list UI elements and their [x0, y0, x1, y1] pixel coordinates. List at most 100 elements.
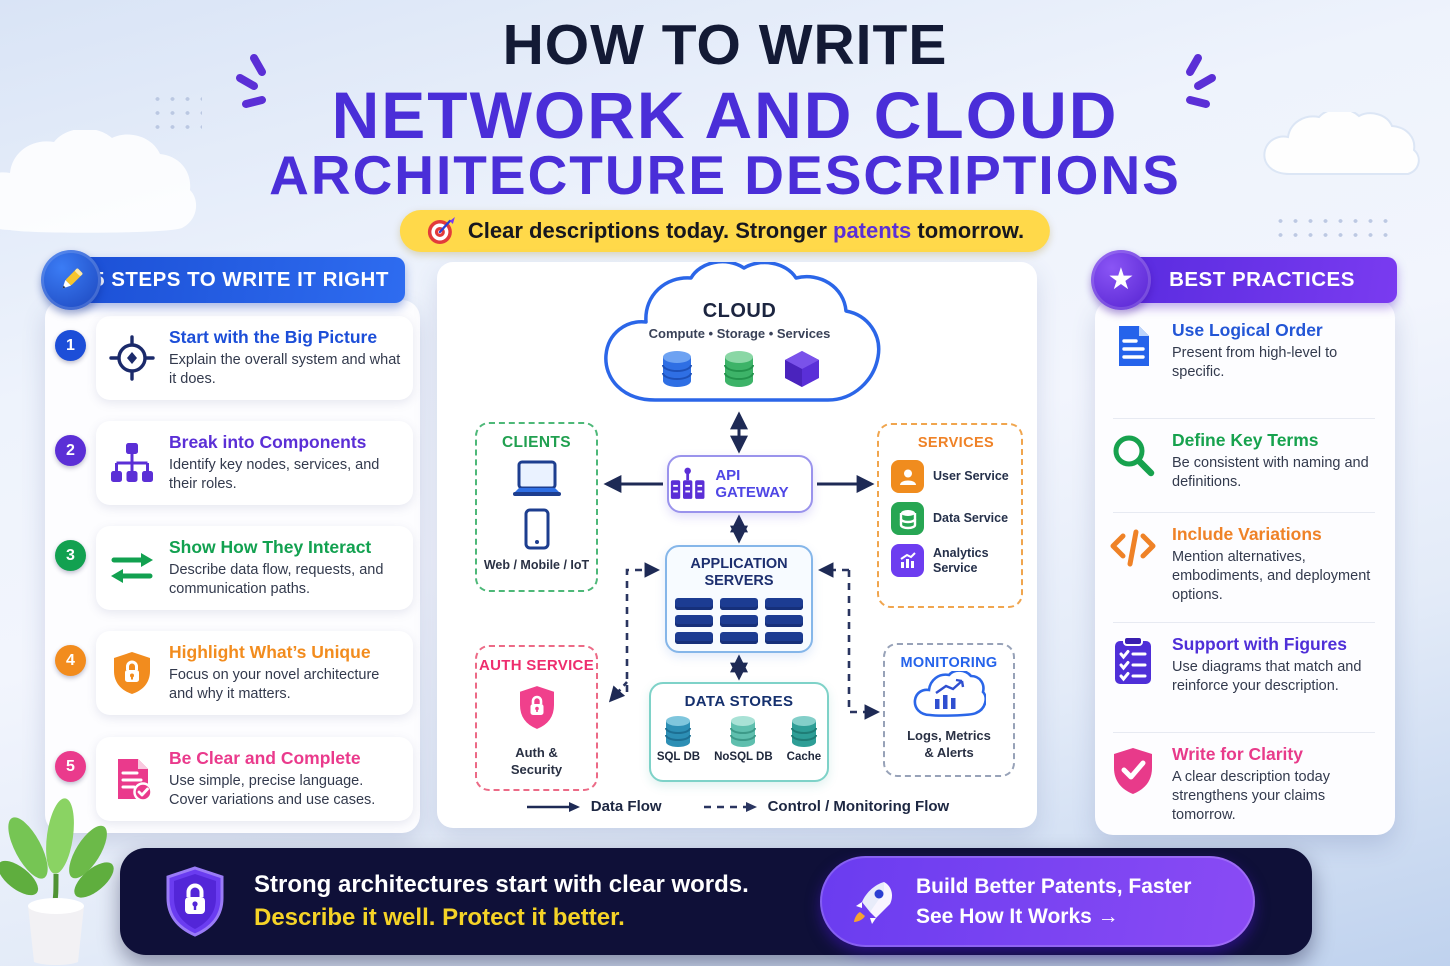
cta-button[interactable]: Build Better Patents, Faster See How It … — [820, 856, 1255, 947]
step-card: Start with the Big Picture Explain the o… — [96, 316, 413, 400]
practice-desc: Mention alternatives, embodiments, and d… — [1172, 549, 1371, 603]
legend-control-flow: Control / Monitoring Flow — [702, 798, 949, 815]
user-icon — [891, 460, 924, 493]
right-panel: Use Logical Order Present from high-leve… — [1095, 300, 1395, 835]
cta-line1: Build Better Patents, Faster — [916, 875, 1192, 899]
cloud-subtitle: Compute • Storage • Services — [648, 326, 831, 341]
step-card: Show How They Interact Describe data flo… — [96, 526, 413, 610]
practice-title: Define Key Terms — [1172, 430, 1319, 450]
code-icon — [1109, 526, 1157, 570]
step-row-4: 4 Highlight What’s Unique Focus on your … — [55, 631, 413, 715]
monitoring-caption: Logs, Metrics & Alerts — [907, 728, 991, 760]
cloud-node: CLOUD Compute • Storage • Services — [592, 262, 887, 417]
auth-service-title: AUTH SERVICE — [478, 657, 594, 674]
divider — [1113, 418, 1375, 419]
page-title-line1: HOW TO WRITE — [502, 13, 948, 77]
shield-lock-icon — [108, 649, 156, 697]
step-number: 3 — [55, 540, 86, 571]
clipboard-icon — [1109, 636, 1157, 686]
service-item: User Service — [891, 460, 1021, 493]
footer-subline: Describe it well. Protect it better. — [254, 904, 625, 931]
practice-desc: A clear description today strengthens yo… — [1172, 769, 1330, 823]
step-desc: Explain the overall system and what it d… — [169, 352, 401, 387]
step-desc: Use simple, precise language. Cover vari… — [169, 773, 376, 808]
page-title-line2: NETWORK AND CLOUD — [331, 78, 1119, 152]
star-badge: ★ — [1091, 250, 1151, 310]
phone-icon — [524, 508, 549, 550]
data-store-item: SQL DB — [657, 715, 700, 763]
hierarchy-icon — [108, 439, 156, 487]
services-node: SERVICES User Service Data Service — [877, 423, 1023, 608]
service-label: Data Service — [933, 511, 1009, 526]
step-desc: Describe data flow, requests, and commun… — [169, 562, 384, 597]
diagram-legend: Data Flow Control / Monitoring Flow — [437, 798, 1037, 815]
left-panel-title: 5 STEPS TO WRITE IT RIGHT — [77, 257, 405, 303]
step-number: 5 — [55, 751, 86, 782]
star-icon: ★ — [1107, 263, 1135, 296]
step-number: 1 — [55, 330, 86, 361]
page-title-line3: ARCHITECTURE DESCRIPTIONS — [269, 144, 1181, 206]
laptop-icon — [512, 460, 561, 496]
monitoring-cloud-icon — [913, 669, 987, 717]
service-label: Analytics Service — [933, 546, 989, 575]
services-title: SERVICES — [917, 435, 995, 451]
tagline-banner: Clear descriptions today. Stronger paten… — [399, 210, 1051, 252]
monitoring-title: MONITORING — [900, 655, 998, 671]
dots-decoration-right — [1273, 214, 1391, 244]
practice-desc: Be consistent with naming and definition… — [1172, 455, 1369, 490]
service-item: Analytics Service — [891, 544, 1021, 577]
step-card: Highlight What’s Unique Focus on your no… — [96, 631, 413, 715]
step-number: 4 — [55, 645, 86, 676]
data-store-item: Cache — [787, 715, 821, 763]
cache-db-icon — [790, 716, 817, 747]
architecture-diagram-panel: CLOUD Compute • Storage • Services — [437, 262, 1037, 828]
left-panel-header: 5 STEPS TO WRITE IT RIGHT — [41, 250, 405, 310]
practice-title: Support with Figures — [1172, 634, 1347, 654]
right-panel-title: BEST PRACTICES — [1127, 257, 1397, 303]
service-label: User Service — [933, 469, 1009, 484]
services-cube-icon — [784, 351, 819, 387]
cta-line2: See How It Works → — [916, 904, 1119, 928]
divider — [1113, 622, 1375, 623]
divider — [1113, 732, 1375, 733]
step-row-1: 1 Start with the Big Picture Explain the — [55, 316, 413, 400]
pencil-badge — [41, 250, 101, 310]
right-panel-header: ★ BEST PRACTICES — [1091, 250, 1397, 310]
shield-check-icon — [1109, 746, 1157, 796]
step-desc: Focus on your novel architecture and why… — [169, 667, 380, 702]
target-icon — [108, 334, 156, 382]
practice-item-4: Support with Figures Use diagrams that m… — [1109, 634, 1381, 696]
magnifier-icon — [1109, 432, 1157, 478]
server-rack-icon — [667, 597, 811, 644]
clients-node: CLIENTS Web / Mobile / IoT — [475, 422, 598, 592]
document-check-icon — [108, 755, 156, 803]
step-row-2: 2 — [55, 421, 413, 505]
gateway-icon — [670, 467, 705, 499]
step-title: Break into Components — [169, 432, 367, 453]
step-card: Break into Components Identify key nodes… — [96, 421, 413, 505]
application-servers-node: APPLICATION SERVERS — [665, 545, 813, 653]
legend-data-flow: Data Flow — [525, 798, 662, 815]
api-gateway-node: API GATEWAY — [667, 455, 813, 513]
footer-headline: Strong architectures start with clear wo… — [254, 871, 749, 898]
step-row-3: 3 Show How They Interact Describe data f… — [55, 526, 413, 610]
rocket-icon — [854, 881, 892, 924]
sql-db-icon — [665, 716, 692, 747]
data-stores-node: DATA STORES SQL DB NoSQL DB — [649, 682, 829, 782]
arrows-icon — [108, 544, 156, 592]
step-title: Show How They Interact — [169, 537, 372, 558]
target-dart-icon — [427, 217, 455, 244]
step-title: Start with the Big Picture — [169, 327, 378, 348]
dashed-arrow-icon — [703, 801, 757, 812]
footer-banner: Strong architectures start with clear wo… — [120, 848, 1312, 955]
divider — [1113, 512, 1375, 513]
step-card: Be Clear and Complete Use simple, precis… — [96, 737, 413, 821]
step-desc: Identify key nodes, services, and their … — [169, 457, 380, 492]
practice-item-3: Include Variations Mention alternatives,… — [1109, 524, 1381, 605]
practice-title: Use Logical Order — [1172, 320, 1323, 340]
practice-item-1: Use Logical Order Present from high-leve… — [1109, 320, 1381, 382]
practice-desc: Use diagrams that match and reinforce yo… — [1172, 659, 1362, 694]
step-title: Be Clear and Complete — [169, 748, 361, 769]
practice-title: Write for Clarity — [1172, 744, 1303, 764]
